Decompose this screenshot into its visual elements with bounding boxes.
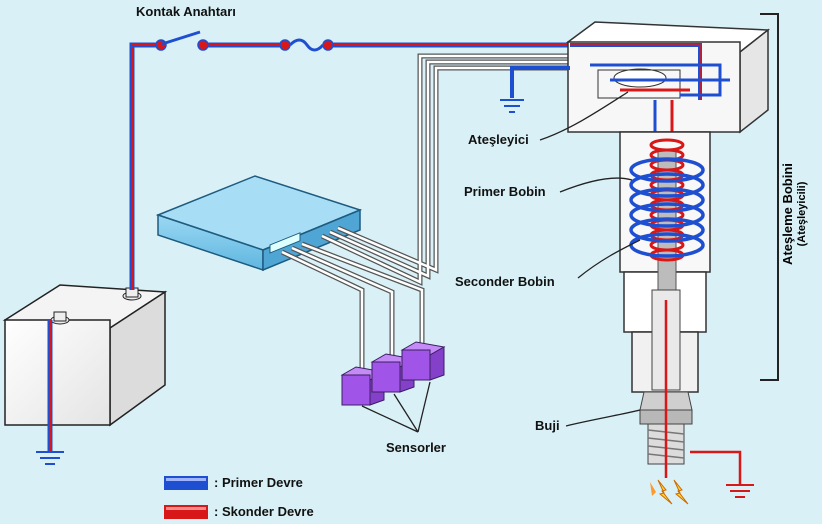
supply-wire: [129, 42, 570, 290]
label-sensorler: Sensorler: [386, 440, 446, 455]
igniter-ground-icon: [500, 99, 524, 113]
spark-plug: [639, 289, 693, 478]
sensor-wires-inner: [281, 242, 424, 372]
legend-swatches: [164, 476, 208, 519]
label-atesleyicili: (Ateşleyicili): [796, 181, 808, 247]
label-kontak-anahtari: Kontak Anahtarı: [136, 4, 236, 19]
label-primer-bobin: Primer Bobin: [464, 184, 546, 199]
plug-ground-wire: [690, 450, 742, 484]
legend-primer-label: : Primer Devre: [214, 475, 303, 490]
sensor-pointer-lines: [361, 381, 431, 433]
sensor-3: [400, 341, 446, 381]
spark-icon: [650, 479, 689, 505]
pointer-lines: [539, 91, 641, 427]
igniter-module: [565, 21, 771, 134]
battery: [2, 284, 168, 427]
fuse-icon: [270, 36, 345, 54]
ignition-switch-icon: [132, 30, 230, 56]
ecu-signal-wires: [320, 53, 570, 286]
label-buji: Buji: [535, 418, 560, 433]
coil-bracket: [760, 13, 779, 381]
label-seconder-bobin: Seconder Bobin: [455, 274, 555, 289]
plug-ground-icon: [726, 484, 754, 498]
primary-coil: [629, 157, 705, 258]
label-atesleyici: Ateşleyici: [468, 132, 529, 147]
legend-skonder-label: : Skonder Devre: [214, 504, 314, 519]
ecu-signal-wires-inner: [321, 54, 570, 284]
label-atesleme-bobini: Ateşleme Bobini: [780, 163, 795, 265]
battery-ground-icon: [36, 451, 64, 465]
module-internal-wiring: [510, 43, 730, 140]
label-atesleme-bobini-group: Ateşleme Bobini (Ateşleyicili): [780, 124, 812, 304]
